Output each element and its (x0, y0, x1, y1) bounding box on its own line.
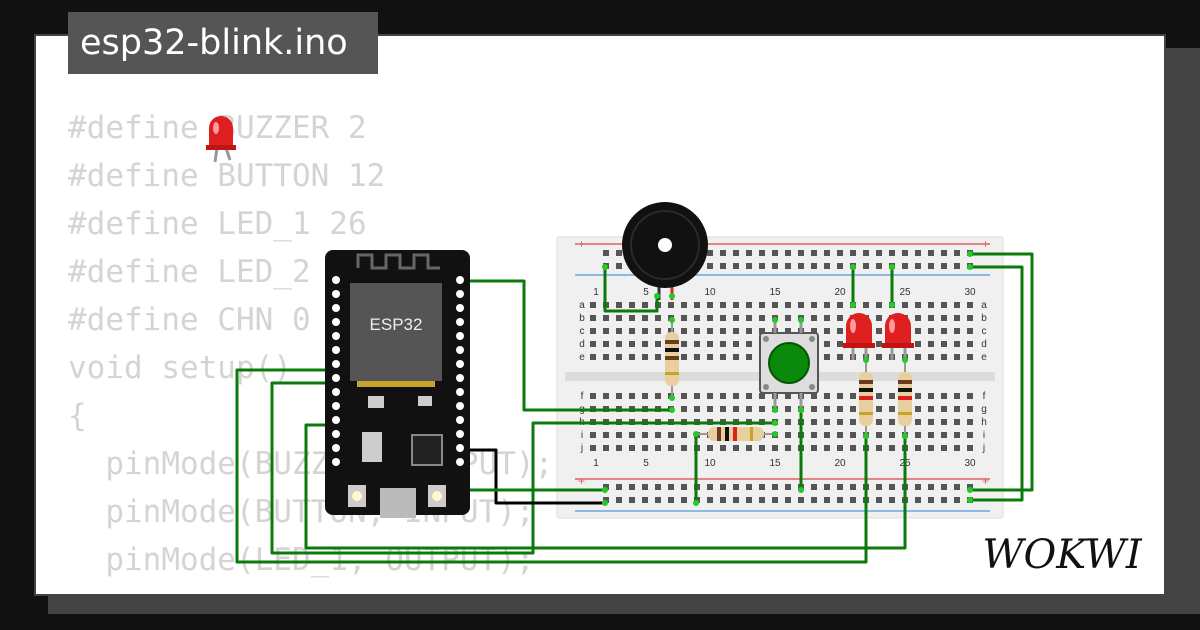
row-letter: i (581, 430, 583, 441)
resistor (696, 427, 775, 441)
row-letter: i (983, 430, 985, 441)
wire-button (270, 381, 775, 555)
column-number: 20 (834, 287, 846, 298)
row-letter: f (581, 391, 584, 402)
row-letter: c (580, 326, 585, 337)
rail-plus-label: + (982, 237, 989, 251)
rail-plus-label: + (578, 474, 585, 488)
column-number: 15 (769, 287, 781, 298)
connection-markers (602, 251, 973, 506)
row-letter: h (981, 417, 987, 428)
row-letter: a (981, 300, 987, 311)
column-number: 20 (834, 458, 846, 469)
rail-plus-label: + (982, 474, 989, 488)
wire-led-1 (235, 368, 868, 564)
wires (235, 252, 1034, 564)
row-letter: d (981, 339, 987, 350)
led-2 (882, 313, 914, 362)
row-letter: j (982, 443, 985, 454)
code-line: void setup() (68, 350, 292, 386)
row-letter: j (580, 443, 583, 454)
row-letter: c (982, 326, 987, 337)
column-number: 1 (593, 458, 599, 469)
row-letter: b (981, 313, 987, 324)
resistor (898, 360, 912, 436)
code-line: #define CHN 0 (68, 302, 311, 338)
rail-plus-label: + (578, 237, 585, 251)
column-number: 5 (643, 458, 649, 469)
code-line: #define BUZZER 2 (68, 110, 367, 146)
code-line: { (68, 398, 87, 434)
code-listing: #define BUZZER 2 #define BUTTON 12 #define… (68, 104, 553, 594)
column-number: 10 (704, 458, 716, 469)
row-letter: b (579, 313, 585, 324)
code-line: pinMode(LED_2, OUTPUT); (68, 584, 553, 594)
code-line: #define LED_1 26 (68, 206, 367, 242)
column-number: 5 (643, 287, 649, 298)
wire-buzzer-ground (603, 267, 659, 313)
wire-led-2 (304, 423, 907, 550)
resistor (665, 322, 679, 398)
file-title-tab: esp32-blink.ino (68, 12, 378, 74)
row-letter: f (983, 391, 986, 402)
buzzer (622, 202, 708, 300)
row-letter: a (579, 300, 585, 311)
push-button (759, 320, 819, 410)
board-label: ESP32 (370, 315, 423, 334)
row-letter: d (579, 339, 585, 350)
esp32-board: ESP32 (325, 250, 470, 518)
wire-rail-right (970, 252, 1034, 492)
column-number: 15 (769, 458, 781, 469)
wire-buzzer-signal (462, 279, 670, 412)
column-number: 30 (964, 287, 976, 298)
led-1 (843, 313, 875, 362)
column-number: 10 (704, 287, 716, 298)
column-number: 30 (964, 458, 976, 469)
column-number: 25 (899, 287, 911, 298)
wire-ground (462, 448, 605, 505)
code-line: #define BUTTON 12 (68, 158, 386, 194)
code-line: #define LED_2 (68, 254, 330, 290)
resistor (859, 360, 873, 436)
column-number: 1 (593, 287, 599, 298)
row-letter: e (579, 352, 585, 363)
row-letter: g (981, 404, 987, 415)
floating-led (206, 116, 236, 163)
wire-rail-right-2 (970, 265, 1024, 502)
row-letter: e (981, 352, 987, 363)
wokwi-logo: WOKWI (982, 532, 1142, 578)
